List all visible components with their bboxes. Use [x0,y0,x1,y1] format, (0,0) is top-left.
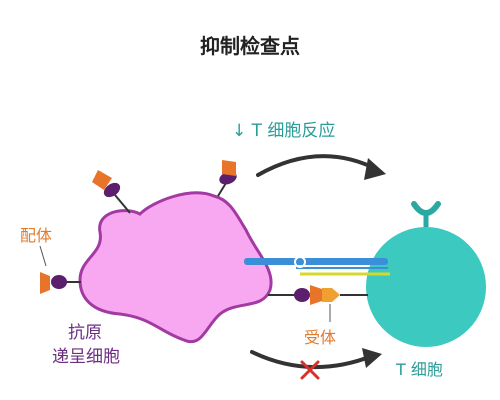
ligand-label: 配体 [20,226,53,245]
diagram-title: 抑制检查点 [200,34,300,58]
t-response-arrowhead [364,158,386,180]
t-cell-label: T 细胞 [396,360,443,379]
tcr-joint [294,256,306,268]
checkpoint-receptor [322,288,340,302]
checkpoint-ligand-orange [310,285,322,305]
blocked-signal-arrowhead [362,348,382,368]
t-response-arrow [256,154,380,177]
block-x-icon [300,360,320,380]
apc-label-line1: 抗原 [68,323,102,343]
apc-ligand-orange-1 [92,170,112,190]
apc-ligand-purple-left [51,275,67,289]
blocked-signal-arrow [250,350,374,369]
apc-ligand-stem-1 [114,194,131,214]
apc-ligand-orange-left [40,272,50,294]
apc-ligand-stem-2 [217,182,227,197]
apc-ligand-purple-1 [103,182,121,198]
antigen-presenting-cell [78,191,273,344]
t-cell-receptor-cup-icon [411,201,441,216]
ligand-label-pointer [39,245,47,267]
apc-ligand-orange-2 [222,160,236,176]
apc-label-line2: 递呈细胞 [52,347,120,367]
checkpoint-ligand-purple [294,288,310,302]
mhc-bar [244,258,388,265]
t-cell [366,227,486,347]
t-cell-response-label: ↓ T 细胞反应 [232,121,336,141]
receptor-label: 受体 [304,328,337,347]
